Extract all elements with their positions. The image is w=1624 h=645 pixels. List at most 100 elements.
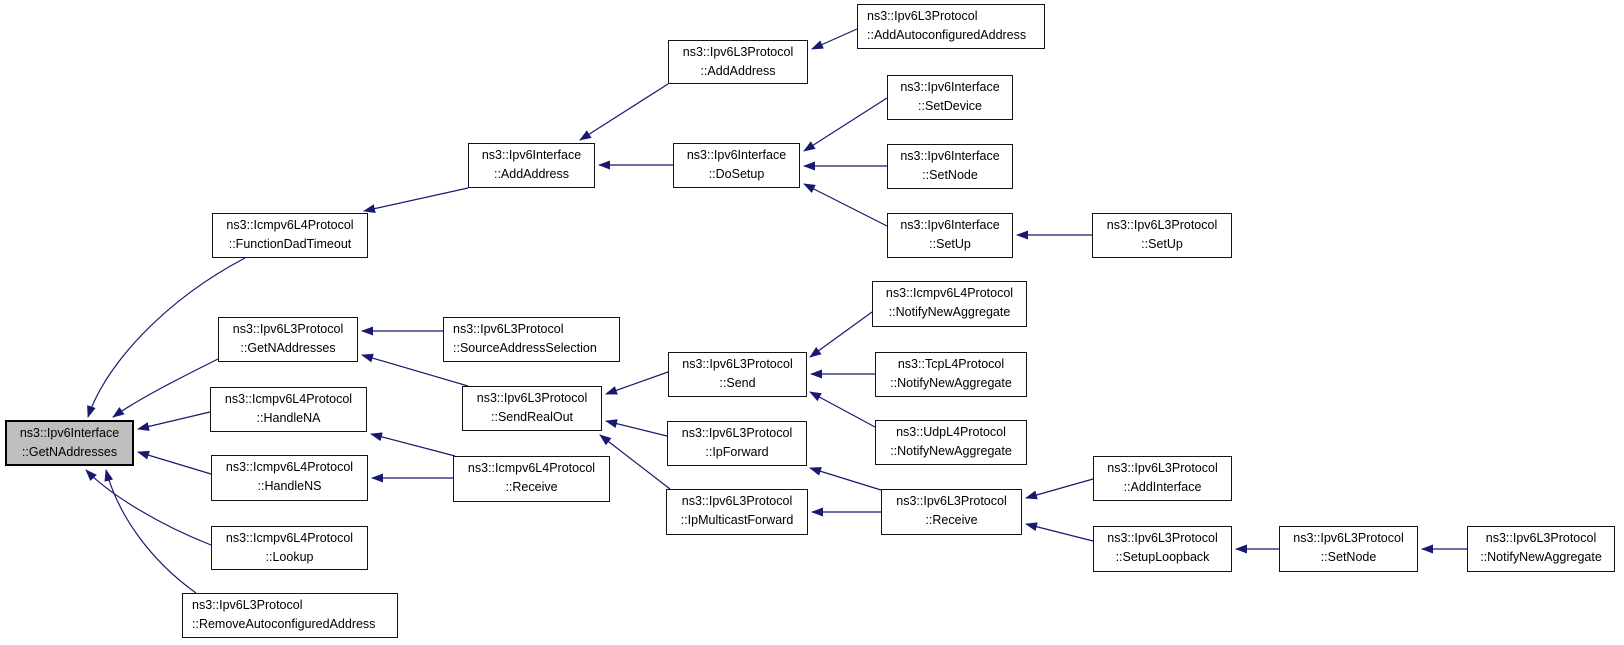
edge-l3-addaddress--if-addaddress bbox=[579, 83, 669, 141]
node-l3-setuploopback[interactable]: ns3::Ipv6L3Protocol::SetupLoopback bbox=[1093, 526, 1232, 572]
edge-l3-ipforward--l3-sendrealout bbox=[605, 419, 668, 437]
node-tcp-notifynewaggregate[interactable]: ns3::TcpL4Protocol::NotifyNewAggregate bbox=[875, 352, 1027, 397]
node-icmp-handlena[interactable]: ns3::Icmpv6L4Protocol::HandleNA bbox=[210, 387, 367, 432]
node-l3-addautoconfiguredaddress[interactable]: ns3::Ipv6L3Protocol::AddAutoconfiguredAd… bbox=[857, 4, 1045, 49]
node-label-line: ::SetUp bbox=[1141, 237, 1183, 251]
node-label-line: ::SetNode bbox=[1320, 550, 1377, 564]
node-label-line: ::AddAutoconfiguredAddress bbox=[867, 28, 1027, 42]
node-label-line: ns3::Ipv6L3Protocol bbox=[1107, 461, 1218, 475]
node-label-line: ::AddInterface bbox=[1123, 480, 1202, 494]
edge-icmp-functiondadtimeout--if-getnaddresses bbox=[87, 257, 246, 418]
node-if-setup[interactable]: ns3::Ipv6Interface::SetUp bbox=[887, 213, 1013, 258]
edge-l3-sendrealout--l3-getnaddresses bbox=[361, 353, 469, 387]
node-label-line: ::SetDevice bbox=[918, 99, 982, 113]
edge-l3-setuploopback--l3-receive bbox=[1025, 522, 1094, 542]
node-icmp-notifynewaggregate[interactable]: ns3::Icmpv6L4Protocol::NotifyNewAggregat… bbox=[872, 281, 1027, 327]
node-label-line: ns3::TcpL4Protocol bbox=[897, 357, 1005, 371]
edge-l3-receive--l3-ipforward bbox=[809, 466, 882, 491]
node-label-line: ns3::Icmpv6L4Protocol bbox=[885, 286, 1014, 300]
node-icmp-lookup[interactable]: ns3::Icmpv6L4Protocol::Lookup bbox=[211, 526, 368, 570]
node-label-line: ns3::Ipv6L3Protocol bbox=[1485, 531, 1597, 545]
edge-if-setdevice--if-dosetup bbox=[803, 97, 888, 152]
node-l3-ipforward[interactable]: ns3::Ipv6L3Protocol::IpForward bbox=[667, 421, 807, 466]
node-label-line: ::SetUp bbox=[929, 237, 971, 251]
node-l3-addinterface[interactable]: ns3::Ipv6L3Protocol::AddInterface bbox=[1093, 456, 1232, 501]
node-label-line: ns3::Ipv6L3Protocol bbox=[476, 391, 588, 405]
node-label-line: ns3::Icmpv6L4Protocol bbox=[225, 460, 354, 474]
node-l3-receive[interactable]: ns3::Ipv6L3Protocol::Receive bbox=[881, 489, 1022, 535]
edge-l3-addinterface--l3-receive bbox=[1025, 478, 1094, 500]
edge-icmp-handlena--if-getnaddresses bbox=[137, 411, 211, 431]
edge-l3-ipmulticastforward--l3-sendrealout bbox=[599, 434, 671, 490]
node-label-line: ::AddAddress bbox=[493, 167, 570, 181]
node-udp-notifynewaggregate[interactable]: ns3::UdpL4Protocol::NotifyNewAggregate bbox=[875, 420, 1027, 465]
node-if-getnaddresses: ns3::Ipv6Interface::GetNAddresses bbox=[5, 420, 134, 466]
node-label-line: ns3::Ipv6Interface bbox=[481, 148, 582, 162]
node-label-line: ::NotifyNewAggregate bbox=[888, 305, 1011, 319]
node-label-line: ns3::Ipv6L3Protocol bbox=[681, 494, 793, 508]
node-label-line: ns3::Ipv6L3Protocol bbox=[1107, 531, 1218, 545]
node-label-line: ::GetNAddresses bbox=[240, 341, 336, 355]
node-label-line: ns3::Ipv6L3Protocol bbox=[682, 357, 793, 371]
node-label-line: ::NotifyNewAggregate bbox=[890, 376, 1012, 390]
node-label-line: ::IpForward bbox=[705, 445, 769, 459]
node-label-line: ns3::Ipv6Interface bbox=[900, 218, 1000, 232]
node-label-line: ns3::Icmpv6L4Protocol bbox=[226, 218, 354, 232]
node-label-line: ::HandleNA bbox=[256, 411, 321, 425]
node-label-line: ns3::Ipv6L3Protocol bbox=[682, 45, 794, 59]
node-label-line: ns3::UdpL4Protocol bbox=[896, 425, 1006, 439]
node-label-line: ::Send bbox=[719, 376, 756, 390]
node-label-line: ns3::Ipv6L3Protocol bbox=[232, 322, 344, 336]
node-if-setnode[interactable]: ns3::Ipv6Interface::SetNode bbox=[887, 144, 1013, 189]
node-if-setdevice[interactable]: ns3::Ipv6Interface::SetDevice bbox=[887, 75, 1013, 120]
node-l3-getnaddresses[interactable]: ns3::Ipv6L3Protocol::GetNAddresses bbox=[218, 317, 358, 362]
edge-l3-getnaddresses--if-getnaddresses bbox=[112, 357, 221, 418]
node-l3-removeautoconfiguredaddress[interactable]: ns3::Ipv6L3Protocol::RemoveAutoconfigure… bbox=[182, 593, 398, 638]
node-label-line: ns3::Icmpv6L4Protocol bbox=[224, 392, 353, 406]
node-label-line: ::FunctionDadTimeout bbox=[228, 237, 352, 251]
node-label-line: ::Receive bbox=[925, 513, 978, 527]
node-label-line: ns3::Ipv6Interface bbox=[900, 149, 1000, 163]
edge-udp-notifynewaggregate--l3-send bbox=[809, 391, 876, 428]
node-l3-sendrealout[interactable]: ns3::Ipv6L3Protocol::SendRealOut bbox=[462, 386, 602, 431]
node-if-dosetup[interactable]: ns3::Ipv6Interface::DoSetup bbox=[673, 143, 800, 188]
node-l3-send[interactable]: ns3::Ipv6L3Protocol::Send bbox=[668, 352, 807, 397]
edge-icmp-notifynewaggregate--l3-send bbox=[809, 311, 873, 358]
node-label-line: ::Lookup bbox=[265, 550, 314, 564]
node-label-line: ns3::Ipv6L3Protocol bbox=[1106, 218, 1218, 232]
node-l3-ipmulticastforward[interactable]: ns3::Ipv6L3Protocol::IpMulticastForward bbox=[666, 489, 808, 535]
node-label-line: ::SetNode bbox=[922, 168, 978, 182]
node-if-addaddress[interactable]: ns3::Ipv6Interface::AddAddress bbox=[468, 143, 595, 188]
node-icmp-handlens[interactable]: ns3::Icmpv6L4Protocol::HandleNS bbox=[211, 455, 368, 501]
edge-if-setup--if-dosetup bbox=[803, 183, 888, 227]
node-label-line: ::NotifyNewAggregate bbox=[890, 444, 1012, 458]
node-label-line: ::SendRealOut bbox=[491, 410, 573, 424]
node-l3-addaddress[interactable]: ns3::Ipv6L3Protocol::AddAddress bbox=[668, 40, 808, 84]
node-label-line: ::Receive bbox=[505, 480, 558, 494]
node-l3-sourceaddressselection[interactable]: ns3::Ipv6L3Protocol::SourceAddressSelect… bbox=[443, 317, 620, 362]
node-label-line: ::GetNAddresses bbox=[21, 445, 118, 459]
node-l3-setup[interactable]: ns3::Ipv6L3Protocol::SetUp bbox=[1092, 213, 1232, 258]
edge-icmp-lookup--if-getnaddresses bbox=[85, 469, 212, 546]
node-label-line: ::RemoveAutoconfiguredAddress bbox=[192, 617, 376, 631]
node-label-line: ns3::Ipv6L3Protocol bbox=[192, 598, 303, 612]
node-label-line: ::HandleNS bbox=[257, 479, 322, 493]
node-label-line: ns3::Ipv6L3Protocol bbox=[453, 322, 564, 336]
node-l3-notifynewaggregate[interactable]: ns3::Ipv6L3Protocol::NotifyNewAggregate bbox=[1467, 526, 1615, 572]
node-icmp-functiondadtimeout[interactable]: ns3::Icmpv6L4Protocol::FunctionDadTimeou… bbox=[212, 213, 368, 258]
node-label-line: ns3::Icmpv6L4Protocol bbox=[467, 461, 596, 475]
node-label-line: ns3::Ipv6Interface bbox=[19, 426, 120, 440]
node-icmp-receive[interactable]: ns3::Icmpv6L4Protocol::Receive bbox=[453, 456, 610, 502]
node-label-line: ::NotifyNewAggregate bbox=[1480, 550, 1602, 564]
node-label-line: ns3::Icmpv6L4Protocol bbox=[225, 531, 354, 545]
node-label-line: ::IpMulticastForward bbox=[680, 513, 794, 527]
edge-icmp-receive--icmp-handlena bbox=[370, 432, 456, 457]
node-label-line: ns3::Ipv6Interface bbox=[686, 148, 787, 162]
node-label-line: ::SourceAddressSelection bbox=[453, 341, 597, 355]
node-l3-setnode[interactable]: ns3::Ipv6L3Protocol::SetNode bbox=[1279, 526, 1418, 572]
node-label-line: ns3::Ipv6L3Protocol bbox=[867, 9, 978, 23]
node-label-line: ::AddAddress bbox=[700, 64, 776, 78]
edge-icmp-handlens--if-getnaddresses bbox=[137, 450, 212, 475]
